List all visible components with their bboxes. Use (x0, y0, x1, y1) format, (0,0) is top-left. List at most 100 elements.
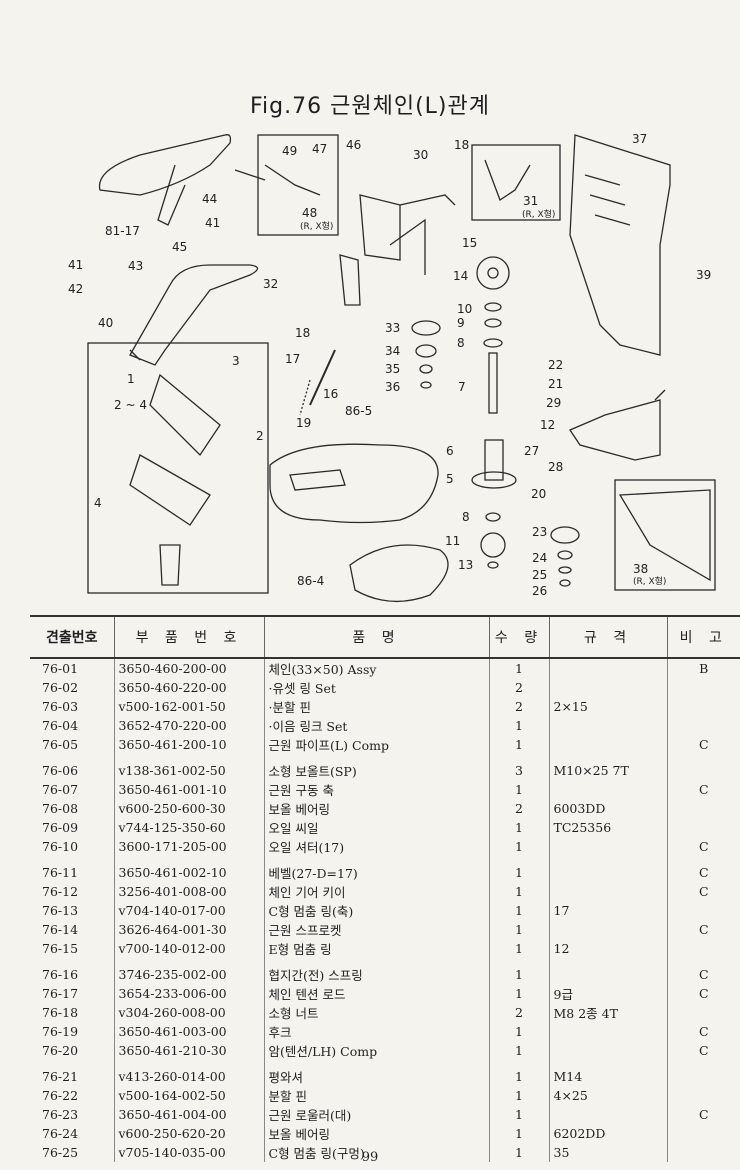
callout-13: 13 (458, 558, 473, 572)
part-no-cell: 3650-460-220-00 (113, 678, 264, 697)
part-name-cell: ·이음 링크 Set (263, 716, 489, 735)
callout-86-5: 86-5 (345, 404, 372, 418)
part-name-cell: E형 멈춤 링 (263, 939, 489, 958)
page-number: 99 (361, 1150, 379, 1165)
callout-43: 43 (128, 259, 143, 273)
ref-no-cell: 76-22 (42, 1088, 79, 1103)
qty-cell: 2 (488, 1003, 549, 1022)
spec-cell: TC25356 (548, 818, 667, 837)
callout-1: 1 (127, 372, 135, 386)
note-cell (666, 818, 740, 837)
ref-no-cell: 76-06 (42, 763, 79, 778)
spec-cell (548, 856, 667, 882)
callout-3: 3 (232, 354, 240, 368)
spec-cell (548, 1105, 667, 1124)
callout-26: 26 (532, 584, 547, 598)
callout-8: 8 (457, 336, 465, 350)
spec-cell (548, 882, 667, 901)
callout-6: 6 (446, 444, 454, 458)
callout-10: 10 (457, 302, 472, 316)
callout-40: 40 (98, 316, 113, 330)
part-name-cell: ·분할 핀 (263, 697, 489, 716)
ref-no-cell: 76-01 (42, 661, 79, 676)
note-cell: C (666, 984, 740, 1003)
qty-cell: 2 (488, 697, 549, 716)
diagram-drawing: 49 47 46 30 18 37 44 81-17 45 41 48 (R, … (68, 132, 716, 603)
note-cell (666, 697, 740, 716)
callout-5: 5 (446, 472, 454, 486)
callout-8-b: 8 (462, 510, 470, 524)
callout-81-17: 81-17 (105, 224, 140, 238)
part-no-cell: 3650-461-200-10 (113, 735, 264, 754)
note-cell: C (666, 780, 740, 799)
part-name-cell: 오일 셔터(17) (263, 837, 489, 856)
note-cell: B (666, 658, 740, 678)
callout-22: 22 (548, 358, 563, 372)
spec-cell (548, 658, 667, 678)
note-cell (666, 1060, 740, 1086)
spec-cell (548, 920, 667, 939)
ref-no-cell: 76-02 (42, 680, 79, 695)
callout-38-note: (R, X형) (633, 576, 666, 587)
part-no-cell: 3650-461-004-00 (113, 1105, 264, 1124)
spec-cell: 4×25 (548, 1086, 667, 1105)
part-name-cell: 오일 씨일 (263, 818, 489, 837)
part-name-cell: 체인 텐션 로드 (263, 984, 489, 1003)
qty-cell: 1 (488, 1105, 549, 1124)
ref-no-cell: 76-23 (42, 1107, 79, 1122)
note-cell: C (666, 837, 740, 856)
note-cell (666, 678, 740, 697)
note-cell (666, 716, 740, 735)
ref-no-cell: 76-20 (42, 1043, 79, 1058)
callout-15: 15 (462, 236, 477, 250)
table-header-row: 견출번호 부 품 번 호 품 명 수 량 규 격 비 고 (30, 615, 740, 659)
qty-cell: 2 (488, 678, 549, 697)
callout-48: 48 (302, 206, 317, 220)
note-cell: C (666, 958, 740, 984)
callout-29: 29 (546, 396, 561, 410)
callout-33: 33 (385, 321, 400, 335)
callout-35: 35 (385, 362, 400, 376)
spec-cell: 17 (548, 901, 667, 920)
qty-cell: 1 (488, 837, 549, 856)
part-no-cell: v138-361-002-50 (113, 754, 264, 780)
part-no-cell: 3746-235-002-00 (113, 958, 264, 984)
callout-48-note: (R, X형) (300, 221, 333, 232)
part-name-cell: 분할 핀 (263, 1086, 489, 1105)
qty-cell: 1 (488, 901, 549, 920)
spec-cell: M14 (548, 1060, 667, 1086)
part-no-cell: v705-140-035-00 (113, 1143, 264, 1162)
callout-31-note: (R, X형) (522, 209, 555, 220)
spec-cell: 9급 (548, 984, 667, 1003)
ref-no-cell: 76-17 (42, 986, 79, 1001)
spec-cell (548, 958, 667, 984)
note-cell (666, 799, 740, 818)
note-cell: C (666, 1105, 740, 1124)
note-cell (666, 1086, 740, 1105)
qty-cell: 1 (488, 958, 549, 984)
part-no-cell: 3650-461-210-30 (113, 1041, 264, 1060)
spec-cell: 6003DD (548, 799, 667, 818)
exploded-parts-diagram: 49 47 46 30 18 37 44 81-17 45 41 48 (R, … (60, 125, 730, 610)
part-no-cell: 3650-461-003-00 (113, 1022, 264, 1041)
spec-cell (548, 780, 667, 799)
callout-46: 46 (346, 138, 361, 152)
callout-16: 16 (323, 387, 338, 401)
part-name-cell: 보올 베어링 (263, 1124, 489, 1143)
qty-cell: 1 (488, 818, 549, 837)
ref-no-cell: 76-13 (42, 903, 79, 918)
note-cell (666, 1124, 740, 1143)
part-no-cell: 3650-461-002-10 (113, 856, 264, 882)
callout-2-to-4: 2 ~ 4 (114, 398, 147, 412)
